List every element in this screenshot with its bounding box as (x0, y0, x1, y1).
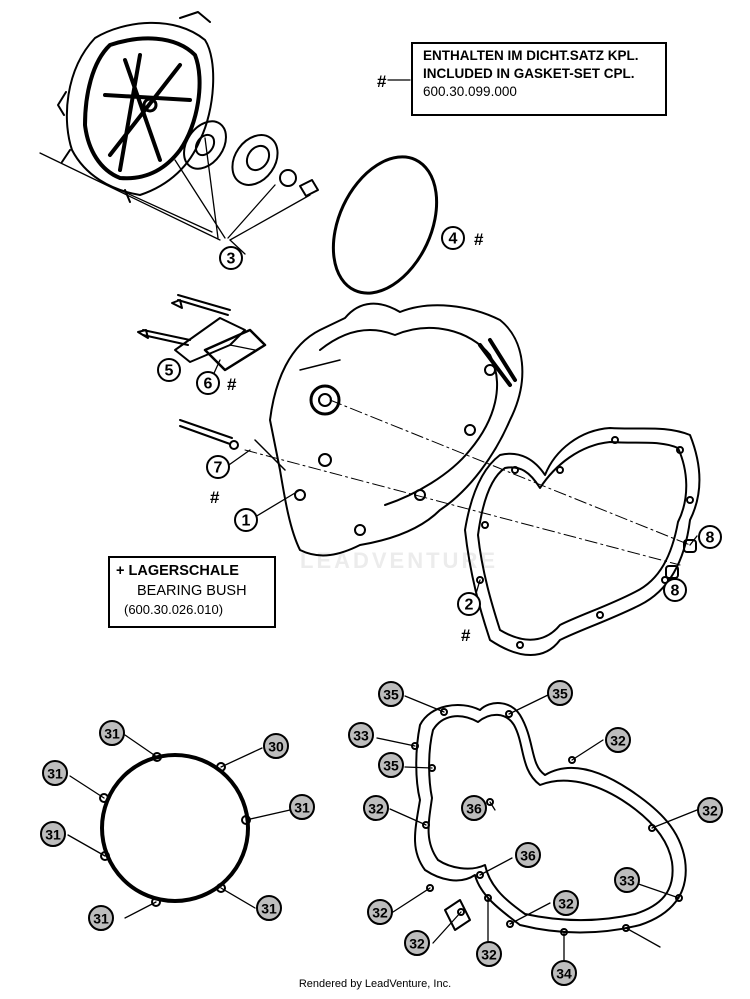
lower-left-ring-holes (99, 752, 251, 907)
svg-text:34: 34 (556, 966, 572, 982)
svg-text:5: 5 (165, 363, 174, 380)
watermark: LEADVENTURE (300, 548, 499, 573)
bearing-line-english: BEARING BUSH (137, 582, 247, 599)
svg-text:3: 3 (227, 251, 236, 268)
svg-text:32: 32 (702, 803, 718, 819)
svg-text:31: 31 (294, 800, 310, 816)
svg-text:8: 8 (706, 530, 715, 547)
svg-text:32: 32 (558, 896, 574, 912)
callout-c2: 2 (457, 592, 481, 616)
callout-lower-right-8: 36 (515, 842, 541, 868)
svg-text:7: 7 (214, 460, 223, 477)
callout-lower-left-0: 31 (99, 720, 125, 746)
hash-mark-part-6: # (227, 375, 237, 394)
callout-c1: 1 (234, 508, 258, 532)
gasket-set-line-german: ENTHALTEN IM DICHT.SATZ KPL. (423, 48, 639, 63)
callout-lower-right-9: 32 (367, 899, 393, 925)
hash-mark-part-4: # (474, 230, 484, 249)
svg-text:2: 2 (465, 597, 474, 614)
callout-lower-right-2: 33 (348, 722, 374, 748)
svg-text:32: 32 (409, 936, 425, 952)
svg-text:32: 32 (368, 801, 384, 817)
svg-text:35: 35 (383, 687, 399, 703)
engine-cover-drawing (244, 302, 691, 566)
callout-c6: 6 (196, 371, 220, 395)
svg-text:32: 32 (610, 733, 626, 749)
callout-lower-right-3: 35 (378, 752, 404, 778)
svg-text:36: 36 (520, 848, 536, 864)
upper-callouts: 3 4 5 6 7 1 2 8 8 (157, 226, 722, 616)
callout-c4: 4 (441, 226, 465, 250)
svg-text:35: 35 (383, 758, 399, 774)
svg-text:6: 6 (204, 376, 213, 393)
svg-text:30: 30 (268, 739, 284, 755)
callout-c8b: 8 (663, 578, 687, 602)
hash-mark-part-2: # (461, 626, 471, 645)
svg-text:31: 31 (93, 911, 109, 927)
svg-text:32: 32 (372, 905, 388, 921)
gasket-set-line-english: INCLUDED IN GASKET-SET CPL. (423, 66, 635, 82)
o-ring-drawing (331, 155, 439, 295)
bolt-drawings (137, 294, 267, 450)
svg-text:8: 8 (671, 583, 680, 600)
svg-text:31: 31 (45, 827, 61, 843)
callout-lower-right-5: 32 (605, 727, 631, 753)
outer-cover-drawing (39, 11, 311, 241)
callout-lower-left-5: 31 (256, 895, 282, 921)
svg-text:31: 31 (104, 726, 120, 742)
render-credit: Rendered by LeadVenture, Inc. (298, 978, 452, 990)
svg-text:31: 31 (47, 766, 63, 782)
svg-text:4: 4 (449, 231, 458, 248)
svg-text:32: 32 (481, 947, 497, 963)
gasket-set-hash-mark: # (377, 72, 387, 91)
svg-text:33: 33 (619, 873, 635, 889)
gasket-set-note-box: ENTHALTEN IM DICHT.SATZ KPL. INCLUDED IN… (411, 42, 667, 116)
callout-lower-left-6: 31 (88, 905, 114, 931)
svg-text:36: 36 (466, 801, 482, 817)
callout-lower-right-12: 32 (476, 941, 502, 967)
callout-lower-right-0: 35 (378, 681, 404, 707)
svg-text:33: 33 (353, 728, 369, 744)
callout-lower-right-7: 32 (697, 797, 723, 823)
lower-right-gasket-drawing (411, 702, 687, 936)
callout-c3: 3 (219, 246, 243, 270)
svg-text:35: 35 (552, 686, 568, 702)
callout-leaders (67, 239, 698, 967)
bearing-line-german: + LAGERSCHALE (116, 563, 239, 579)
callout-c5: 5 (157, 358, 181, 382)
bearing-part-number: (600.30.026.010) (124, 602, 224, 618)
gasket-set-part-number: 600.30.099.000 (423, 84, 517, 100)
callout-c8a: 8 (698, 525, 722, 549)
svg-text:1: 1 (242, 513, 251, 530)
callout-lower-left-1: 30 (263, 733, 289, 759)
gasket-drawing (464, 427, 701, 656)
hash-mark-part-7: # (210, 488, 220, 507)
callout-lower-left-2: 31 (42, 760, 68, 786)
callout-lower-right-1: 35 (547, 680, 573, 706)
callout-lower-right-10: 32 (553, 890, 579, 916)
bearing-bush-note-box: + LAGERSCHALE BEARING BUSH (600.30.026.0… (108, 556, 276, 628)
callout-lower-right-4: 36 (461, 795, 487, 821)
callout-lower-right-13: 33 (614, 867, 640, 893)
callout-lower-right-14: 34 (551, 960, 577, 986)
callout-lower-left-4: 31 (40, 821, 66, 847)
lower-left-gasket-ring (100, 753, 250, 903)
seal-drawings (183, 120, 319, 197)
lower-callouts: 31 30 31 31 31 31 31 35 35 33 35 36 32 32 32 36 32 32 32 32… (40, 680, 723, 986)
callout-lower-right-11: 32 (404, 930, 430, 956)
callout-lower-right-6: 32 (363, 795, 389, 821)
svg-text:31: 31 (261, 901, 277, 917)
callout-lower-left-3: 31 (289, 794, 315, 820)
callout-c7: 7 (206, 455, 230, 479)
